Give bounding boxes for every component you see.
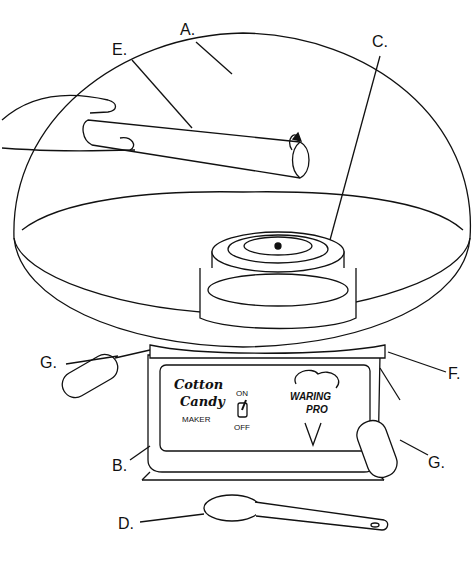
callout-letter: D. (118, 516, 134, 532)
base-housing (148, 355, 380, 472)
brand-text: WARING (290, 392, 331, 402)
spinner-ring (208, 274, 348, 306)
leader-line (330, 56, 380, 240)
leader-line (140, 514, 204, 522)
spinner-well (244, 237, 312, 255)
rotate-arrowhead (293, 133, 301, 141)
switch-label: OFF (234, 424, 250, 432)
callout-letter: G. (40, 355, 57, 371)
spinner-center (275, 243, 281, 249)
hand-top (2, 95, 116, 120)
logo-cloud (295, 370, 339, 388)
bowl-dome (14, 33, 471, 238)
callout-letter: F. (448, 366, 460, 382)
base-collar (150, 345, 385, 358)
leader-line (400, 440, 428, 455)
scoop-handle (255, 502, 388, 530)
brand-text: MAKER (182, 416, 210, 424)
callout-letter: G. (428, 455, 445, 471)
spinner-head (212, 232, 344, 272)
handle-right (353, 417, 401, 482)
spinner-base (200, 268, 356, 329)
logo-cone (305, 423, 321, 445)
leader-line (130, 446, 150, 460)
leader-line (388, 352, 446, 372)
brand-text: Candy (180, 395, 225, 408)
control-panel (160, 365, 370, 451)
callout-letter: C. (372, 34, 388, 50)
base-foot (142, 479, 384, 480)
base-foot (142, 472, 150, 480)
handle-arm (380, 368, 400, 400)
bowl-inner-rim (22, 192, 463, 230)
switch-toggle (242, 400, 246, 410)
hand-bottom (2, 148, 135, 151)
brand-text: Cotton (174, 378, 223, 391)
handle-left (58, 350, 123, 403)
callout-letter: B. (112, 458, 127, 474)
callout-letter: E. (112, 42, 127, 58)
brand-text: PRO (306, 405, 328, 415)
hand-thumb (120, 138, 134, 150)
spinner-head-ring (228, 235, 328, 263)
leader-line (196, 42, 232, 74)
scoop-bowl (204, 495, 260, 521)
cone-opening (293, 142, 301, 178)
leader-line (66, 356, 118, 364)
cone-stick (83, 120, 309, 178)
leader-line (132, 60, 192, 128)
handle-arm (115, 350, 150, 358)
scoop-hole (371, 523, 379, 527)
switch-label: ON (236, 390, 248, 398)
callout-letter: A. (180, 22, 195, 38)
